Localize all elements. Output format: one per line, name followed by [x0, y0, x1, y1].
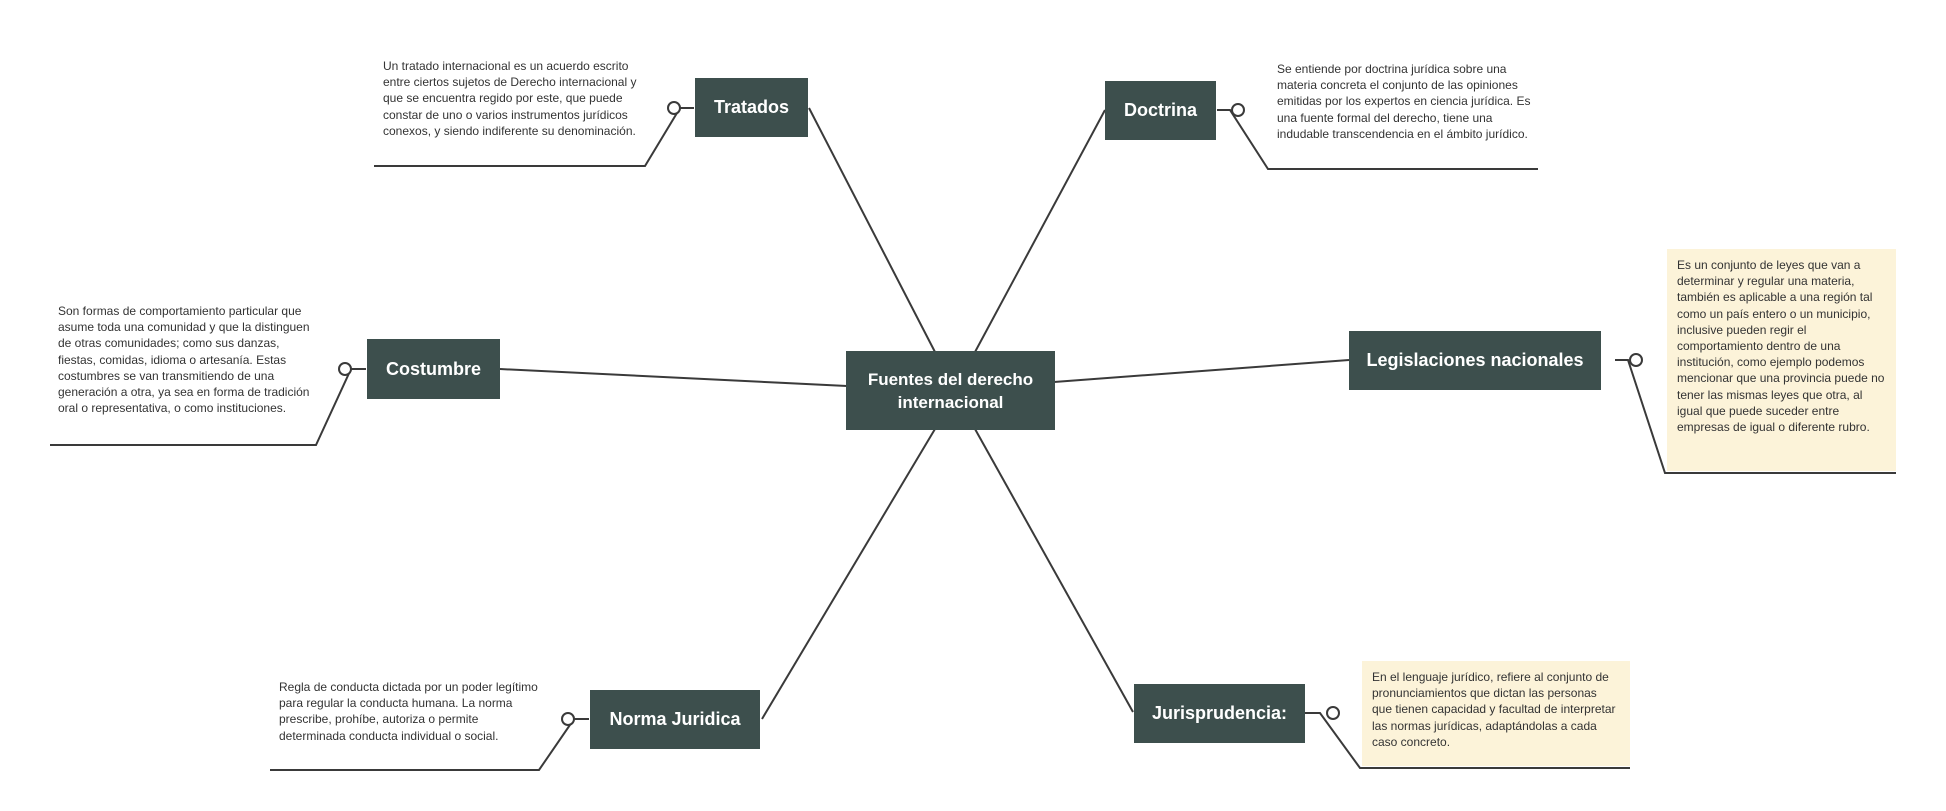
- leader-costumbre: [50, 368, 366, 446]
- note-text: Regla de conducta dictada por un poder l…: [279, 680, 538, 743]
- edge-norma: [761, 428, 936, 720]
- note-legislaciones-nacionales: Es un conjunto de leyes que van a determ…: [1667, 249, 1896, 471]
- leader-tratados: [374, 107, 694, 167]
- note-text: Un tratado internacional es un acuerdo e…: [383, 59, 637, 138]
- edge-legislaciones: [1053, 359, 1350, 383]
- note-tratados: Un tratado internacional es un acuerdo e…: [383, 58, 641, 139]
- edge-jurisprudencia: [974, 428, 1134, 713]
- note-costumbre: Son formas de comportamiento particular …: [58, 303, 314, 416]
- topic-label: Jurisprudencia:: [1151, 703, 1288, 723]
- note-text: Es un conjunto de leyes que van a determ…: [1677, 258, 1885, 435]
- collapse-handle-jurisprudencia: [1326, 706, 1340, 720]
- topic-norma-juridica[interactable]: Norma Juridica: [590, 690, 760, 749]
- leader-jurisprudencia: [1305, 712, 1630, 769]
- topic-label: Tratados: [713, 97, 790, 117]
- topic-tratados[interactable]: Tratados: [695, 78, 808, 137]
- central-topic-label: Fuentes del derecho internacional: [867, 369, 1034, 412]
- edge-costumbre: [499, 368, 848, 387]
- topic-costumbre[interactable]: Costumbre: [367, 339, 500, 399]
- edge-doctrina: [974, 109, 1106, 353]
- note-text: En el lenguaje jurídico, refiere al conj…: [1372, 670, 1616, 749]
- collapse-handle-legislaciones: [1629, 353, 1643, 367]
- leader-norma: [270, 718, 589, 771]
- note-doctrina: Se entiende por doctrina jurídica sobre …: [1277, 61, 1535, 142]
- collapse-handle-tratados: [667, 101, 681, 115]
- leader-legislaciones: [1615, 359, 1896, 474]
- topic-doctrina[interactable]: Doctrina: [1105, 81, 1216, 140]
- topic-jurisprudencia[interactable]: Jurisprudencia:: [1134, 684, 1305, 743]
- note-jurisprudencia: En el lenguaje jurídico, refiere al conj…: [1362, 661, 1630, 766]
- leader-doctrina: [1217, 109, 1538, 170]
- note-text: Son formas de comportamiento particular …: [58, 304, 310, 416]
- topic-label: Norma Juridica: [609, 709, 741, 729]
- topic-legislaciones-nacionales[interactable]: Legislaciones nacionales: [1349, 331, 1601, 390]
- note-norma-juridica: Regla de conducta dictada por un poder l…: [279, 679, 539, 744]
- collapse-handle-norma: [561, 712, 575, 726]
- topic-label: Doctrina: [1123, 100, 1197, 120]
- central-topic-node[interactable]: Fuentes del derecho internacional: [846, 351, 1055, 430]
- topic-label: Legislaciones nacionales: [1366, 350, 1584, 370]
- note-text: Se entiende por doctrina jurídica sobre …: [1277, 62, 1531, 141]
- collapse-handle-doctrina: [1231, 103, 1245, 117]
- collapse-handle-costumbre: [338, 362, 352, 376]
- topic-label: Costumbre: [385, 358, 481, 379]
- edge-tratados: [808, 107, 936, 353]
